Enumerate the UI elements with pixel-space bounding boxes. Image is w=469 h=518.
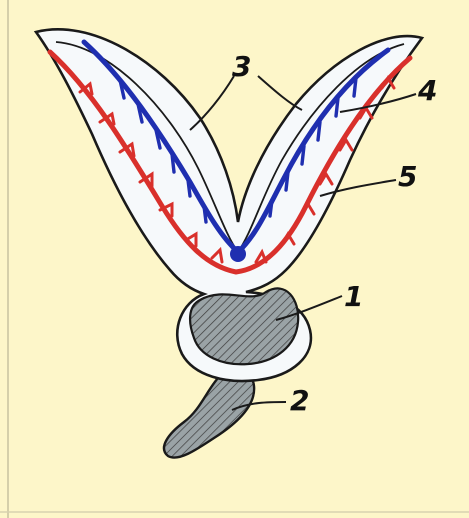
basal-mass-1	[190, 288, 298, 364]
label-5: 5	[398, 160, 417, 193]
label-1: 1	[344, 280, 363, 313]
label-3: 3	[232, 50, 251, 83]
label-4: 4	[417, 74, 437, 107]
label-2: 2	[290, 384, 309, 417]
blue-vessel-junction	[230, 246, 246, 262]
